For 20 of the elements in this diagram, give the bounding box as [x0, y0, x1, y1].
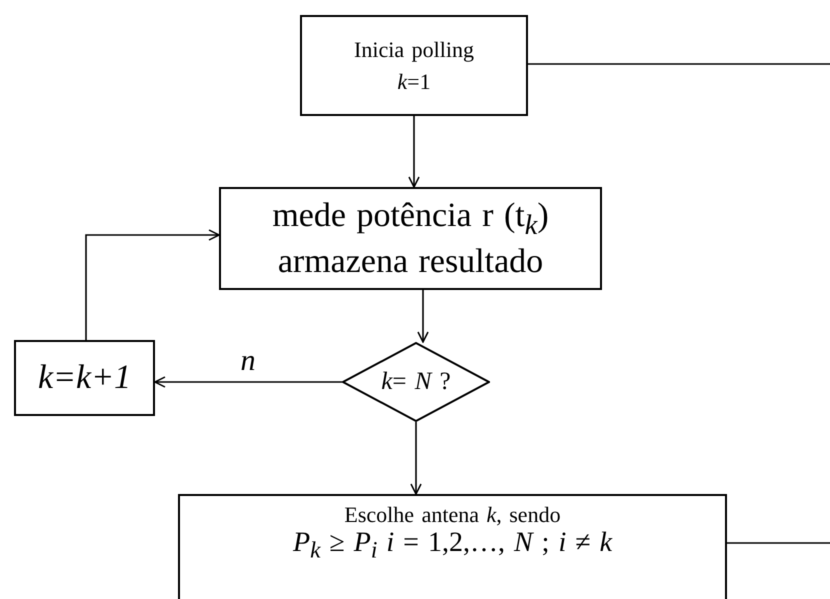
process-box — [14, 340, 155, 416]
node-subtext: armazena resultado — [278, 242, 544, 282]
arrow — [417, 290, 429, 343]
process-box — [219, 187, 602, 290]
node-text: k=k+1 — [38, 358, 132, 398]
process-box — [300, 15, 528, 116]
arrow — [85, 229, 220, 340]
node-text: Escolhe antena k, sendo — [344, 502, 561, 528]
node-subtext: P$_{k}$ ≥ P$_{i}$ i = 1,2,…, N ; i ≠ k — [292, 527, 612, 565]
node-text: mede potência r (t$_{k}$) — [272, 196, 549, 242]
decision-diamond — [342, 342, 490, 422]
arrow — [154, 376, 342, 388]
process-box — [178, 494, 727, 599]
node-subtext: k=1 — [397, 68, 431, 94]
arrow — [410, 422, 422, 495]
connector-line — [528, 63, 830, 65]
node-text: Inicia polling — [354, 37, 474, 62]
node-text: k= N ? — [381, 368, 451, 396]
arrow — [408, 116, 420, 188]
connector-line — [727, 542, 830, 544]
